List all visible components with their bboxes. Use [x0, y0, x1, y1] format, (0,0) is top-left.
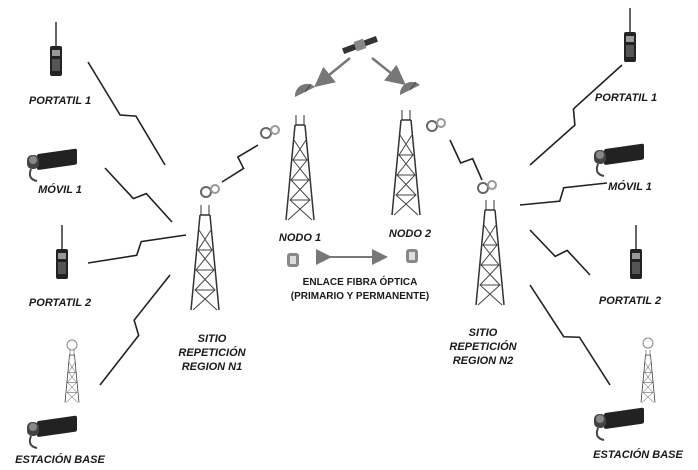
lightning-link-icon: [221, 144, 259, 183]
lightning-link-icon: [99, 274, 171, 386]
lightning-link-icon: [449, 139, 483, 181]
microwave-dish-icon: [260, 125, 280, 139]
antenna-icon: [66, 339, 78, 351]
lightning-link-icon: [529, 284, 611, 386]
lightning-link-icon: [529, 64, 623, 166]
label-nodo-1: NODO 1: [279, 232, 321, 244]
fiber-link-label-1: ENLACE FIBRA ÓPTICA: [303, 275, 418, 288]
site-n1-line1: SITIO: [198, 333, 227, 345]
mobile-radio-icon: [26, 414, 78, 449]
handheld-radio-icon: [49, 21, 63, 77]
site-n1-line2: REPETICIÓN: [178, 346, 246, 359]
label-nodo-2: NODO 2: [389, 228, 431, 240]
mobile-radio-icon: [26, 147, 78, 182]
fiber-link-label-2: (PRIMARIO Y PERMANENTE): [291, 291, 430, 302]
antenna-icon: [642, 337, 654, 349]
label-portatil-1-left: PORTATIL 1: [29, 95, 91, 107]
label-estacion-base-right: ESTACIÓN BASE: [593, 448, 683, 461]
mobile-radio-icon: [593, 406, 645, 441]
label-portatil-2-left: PORTATIL 2: [29, 297, 91, 309]
lightning-link-icon: [87, 61, 166, 166]
label-portatil-2-right: PORTATIL 2: [599, 295, 661, 307]
lightning-link-icon: [529, 229, 591, 276]
label-movil-1-right: MÓVIL 1: [608, 180, 652, 193]
satellite-dish-icon: [294, 83, 316, 98]
site-n1-line3: REGION N1: [182, 361, 243, 373]
handheld-radio-icon: [623, 7, 637, 63]
site-n2-line2: REPETICIÓN: [449, 340, 517, 353]
node-1-tower-icon: [285, 114, 315, 221]
lightning-link-icon: [519, 182, 608, 206]
fiber-terminal-icon: [406, 249, 418, 263]
satellite-downlink-arrow: [371, 57, 406, 86]
base-station-tower-icon: [640, 349, 656, 403]
label-movil-1-left: MÓVIL 1: [38, 183, 82, 196]
base-station-tower-icon: [64, 349, 80, 403]
microwave-dish-icon: [200, 184, 220, 198]
microwave-dish-icon: [426, 118, 446, 132]
label-portatil-1-right: PORTATIL 1: [595, 92, 657, 104]
microwave-dish-icon: [477, 180, 497, 194]
lightning-link-icon: [104, 167, 173, 223]
fiber-terminal-icon: [287, 253, 299, 267]
repeater-tower-n1-icon: [190, 204, 220, 311]
handheld-radio-icon: [55, 224, 69, 280]
lightning-link-icon: [87, 234, 187, 264]
repeater-tower-n2-icon: [475, 199, 505, 306]
site-n2-line3: REGION N2: [453, 355, 514, 367]
label-estacion-base-left: ESTACIÓN BASE: [15, 453, 105, 466]
site-n2-line1: SITIO: [469, 327, 498, 339]
node-2-tower-icon: [391, 109, 421, 216]
satellite-downlink-arrow: [314, 57, 351, 88]
satellite-icon: [342, 36, 378, 54]
handheld-radio-icon: [629, 224, 643, 280]
mobile-radio-icon: [593, 142, 645, 177]
satellite-dish-icon: [399, 81, 421, 96]
radio-links: [87, 61, 623, 386]
